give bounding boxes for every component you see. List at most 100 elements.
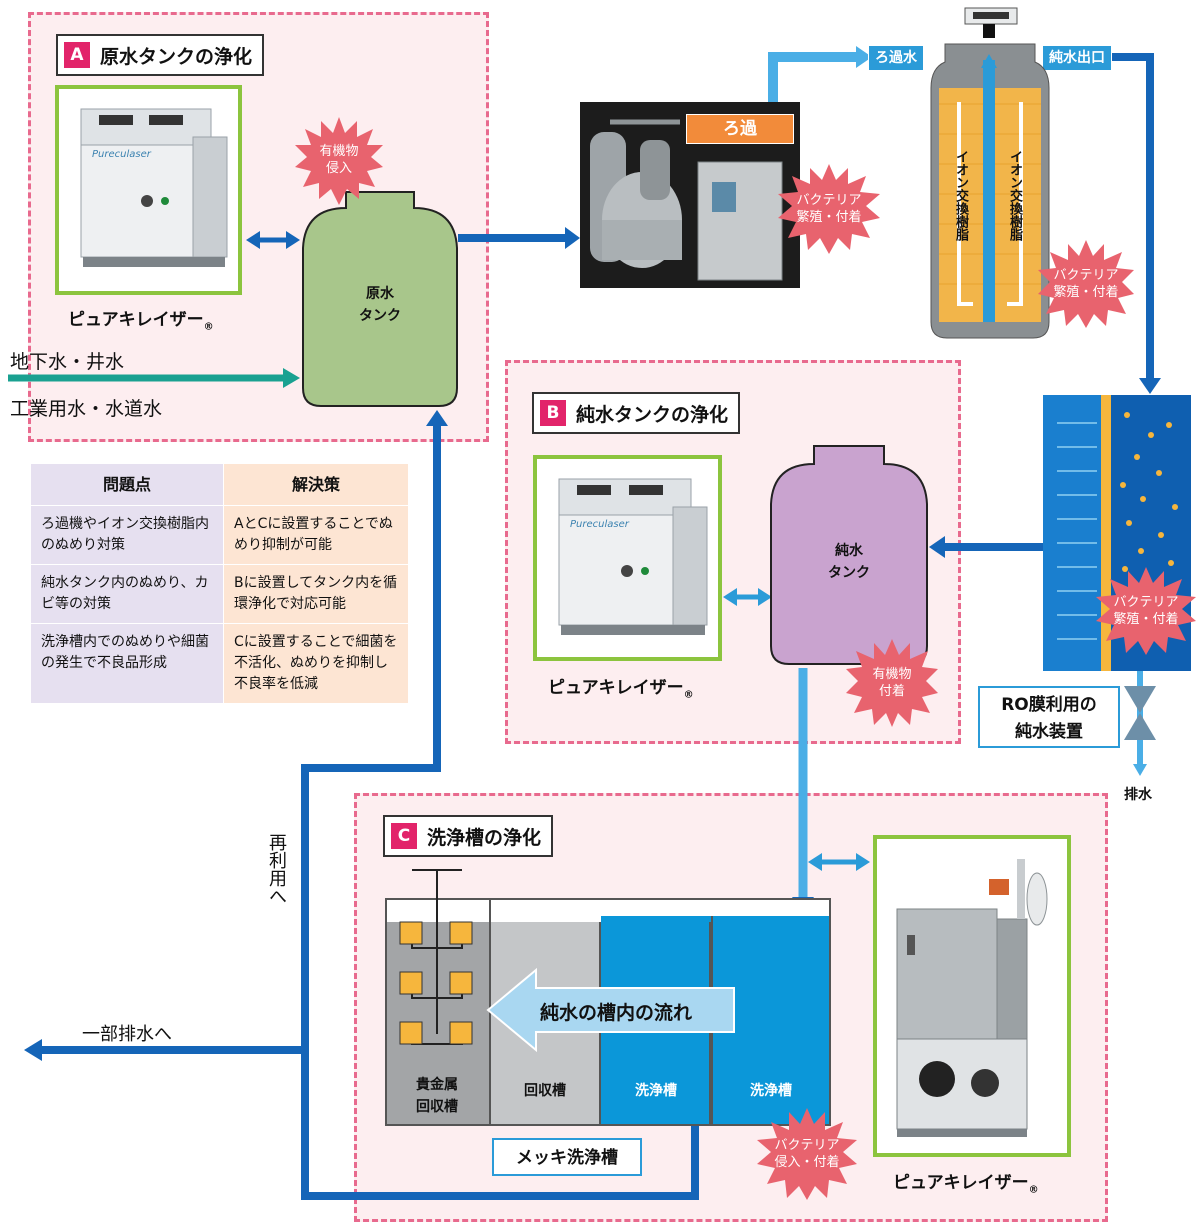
ro-label-line2: 純水装置 bbox=[1015, 722, 1083, 742]
ro-drain bbox=[1124, 670, 1156, 776]
input-line1: 地下水・井水 bbox=[10, 351, 125, 373]
table-cell: 洗浄槽内でのぬめりや細菌の発生で不良品形成 bbox=[30, 623, 224, 704]
double-arrow-b bbox=[723, 588, 772, 606]
double-arrow-a bbox=[246, 231, 300, 249]
device-caption-c-reg: ® bbox=[1028, 1184, 1039, 1196]
reuse-label: 再利用へ bbox=[266, 833, 287, 905]
burst-bacteria-resin-line2: 繁殖・付着 bbox=[1053, 285, 1119, 300]
zone-a-label: A 原水タンクの浄化 bbox=[56, 34, 265, 76]
problem-solution-table: 問題点 解決策 ろ過機やイオン交換樹脂内のぬめり対策 AとCに設置することでぬめ… bbox=[30, 463, 409, 704]
pure-outlet-text: 純水出口 bbox=[1049, 50, 1105, 66]
pure-tank-line1: 純水 bbox=[835, 543, 863, 559]
burst-bacteria-resin-text: バクテリア 繁殖・付着 bbox=[1036, 267, 1136, 301]
table-cell: Cに設置することで細菌を不活化、ぬめりを抑制し不良率を低減 bbox=[223, 623, 409, 704]
device-caption-b-text: ピュアキレイザー bbox=[548, 678, 684, 698]
device-unit-icon bbox=[537, 459, 718, 657]
partial-drain-label: 一部排水へ bbox=[82, 1024, 172, 1045]
burst-organic-attach-line1: 有機物 bbox=[872, 667, 912, 682]
filtered-water-label: ろ過水 bbox=[868, 45, 924, 71]
device-unit-icon bbox=[877, 839, 1067, 1153]
flow-label: 純水の槽内の流れ bbox=[540, 1002, 693, 1024]
plating-rack bbox=[399, 869, 473, 1045]
burst-organic-in-line1: 有機物 bbox=[319, 144, 359, 159]
bath-1-line2: 回収槽 bbox=[416, 1099, 458, 1115]
bath-1-line1: 貴金属 bbox=[416, 1077, 458, 1093]
zone-b-label: B 純水タンクの浄化 bbox=[532, 392, 741, 434]
bath-4-label: 洗浄槽 bbox=[750, 1083, 792, 1099]
burst-bacteria-filter-text: バクテリア 繁殖・付着 bbox=[776, 192, 882, 226]
bath-1-label: 貴金属 回収槽 bbox=[385, 1074, 489, 1118]
burst-organic-attach-line2: 付着 bbox=[878, 684, 905, 699]
burst-bacteria-ro bbox=[1096, 567, 1196, 655]
filtered-water-pipe bbox=[768, 46, 872, 102]
raw-tank-line2: タンク bbox=[359, 308, 401, 324]
device-photo-a: Pureculaser bbox=[55, 85, 242, 295]
zone-b-title: 純水タンクの浄化 bbox=[576, 403, 729, 426]
burst-bacteria-resin bbox=[1038, 240, 1134, 328]
burst-organic-in bbox=[295, 117, 383, 205]
burst-bacteria-ro-text: バクテリア 繁殖・付着 bbox=[1094, 594, 1198, 628]
pure-tank-label: 純水 タンク bbox=[768, 540, 930, 584]
table-header-solution: 解決策 bbox=[223, 463, 409, 506]
burst-organic-in-text: 有機物 侵入 bbox=[293, 143, 385, 177]
burst-bacteria-filter-line2: 繁殖・付着 bbox=[796, 210, 862, 225]
zone-c-title: 洗浄槽の浄化 bbox=[427, 826, 542, 849]
device-badge-a: Pureculaser bbox=[92, 149, 151, 160]
pure-outlet-label: 純水出口 bbox=[1042, 45, 1112, 71]
filter-photo: ろ過 bbox=[580, 102, 800, 288]
table-cell: 純水タンク内のぬめり、カビ等の対策 bbox=[30, 564, 224, 624]
burst-organic-in-line2: 侵入 bbox=[325, 161, 352, 176]
zone-a-letter: A bbox=[64, 42, 90, 68]
device-unit-icon bbox=[59, 89, 238, 291]
outlet-to-ro-pipe bbox=[1112, 53, 1161, 394]
input-line2: 工業用水・水道水 bbox=[10, 398, 163, 420]
bath-2-label: 回収槽 bbox=[524, 1083, 566, 1099]
table-cell: AとCに設置することでぬめり抑制が可能 bbox=[223, 505, 409, 565]
plating-tank-title-box: メッキ洗浄槽 bbox=[492, 1138, 642, 1176]
resin-label-right: イオン交換樹脂 bbox=[1007, 150, 1022, 241]
burst-bacteria-bath bbox=[757, 1108, 857, 1200]
burst-bacteria-filter-line1: バクテリア bbox=[796, 193, 862, 208]
input-arrow bbox=[8, 368, 300, 388]
device-caption-a: ピュアキレイザー® bbox=[68, 305, 214, 332]
zone-a-title: 原水タンクの浄化 bbox=[100, 45, 253, 68]
reuse-pipe bbox=[301, 410, 699, 1200]
zone-b-letter: B bbox=[540, 400, 566, 426]
table-cell: Bに設置してタンク内を循環浄化で対応可能 bbox=[223, 564, 409, 624]
plating-tank-title: メッキ洗浄槽 bbox=[516, 1148, 618, 1168]
ro-label-box: RO膜利用の 純水装置 bbox=[978, 686, 1120, 748]
partial-drain-pipe bbox=[24, 1039, 305, 1061]
drain-label: 排水 bbox=[1124, 787, 1152, 803]
filter-label-box: ろ過 bbox=[686, 114, 794, 144]
device-photo-c bbox=[873, 835, 1071, 1157]
table-row: ろ過機やイオン交換樹脂内のぬめり対策 AとCに設置することでぬめり抑制が可能 bbox=[30, 505, 409, 565]
raw-tank-line1: 原水 bbox=[366, 286, 394, 302]
raw-to-filter-pipe bbox=[458, 227, 580, 249]
pure-tank-line2: タンク bbox=[828, 565, 870, 581]
resin-column bbox=[930, 7, 1050, 339]
burst-organic-attach-text: 有機物 付着 bbox=[844, 666, 940, 700]
table-header-problem: 問題点 bbox=[30, 463, 224, 506]
raw-tank-label: 原水 タンク bbox=[300, 283, 460, 327]
device-caption-b: ピュアキレイザー® bbox=[548, 673, 694, 700]
device-caption-b-reg: ® bbox=[683, 689, 694, 701]
table-cell: ろ過機やイオン交換樹脂内のぬめり対策 bbox=[30, 505, 224, 565]
device-caption-c-text: ピュアキレイザー bbox=[893, 1173, 1029, 1193]
double-arrow-c bbox=[808, 853, 870, 871]
device-photo-b: Pureculaser bbox=[533, 455, 722, 661]
burst-bacteria-bath-text: バクテリア 侵入・付着 bbox=[755, 1137, 859, 1171]
burst-bacteria-ro-line1: バクテリア bbox=[1113, 595, 1179, 610]
table-row: 洗浄槽内でのぬめりや細菌の発生で不良品形成 Cに設置することで細菌を不活化、ぬめ… bbox=[30, 623, 409, 704]
flow-arrow bbox=[486, 968, 735, 1052]
ro-label-line1: RO膜利用の bbox=[1001, 695, 1097, 715]
zone-c-letter: C bbox=[391, 823, 417, 849]
burst-bacteria-bath-line2: 侵入・付着 bbox=[774, 1155, 840, 1170]
device-caption-a-reg: ® bbox=[203, 321, 214, 333]
raw-tank bbox=[302, 191, 458, 407]
zone-c-label: C 洗浄槽の浄化 bbox=[383, 815, 554, 857]
burst-bacteria-filter bbox=[778, 164, 880, 254]
filter-label: ろ過 bbox=[723, 119, 757, 139]
burst-organic-attach bbox=[846, 639, 938, 727]
burst-bacteria-resin-line1: バクテリア bbox=[1053, 268, 1119, 283]
